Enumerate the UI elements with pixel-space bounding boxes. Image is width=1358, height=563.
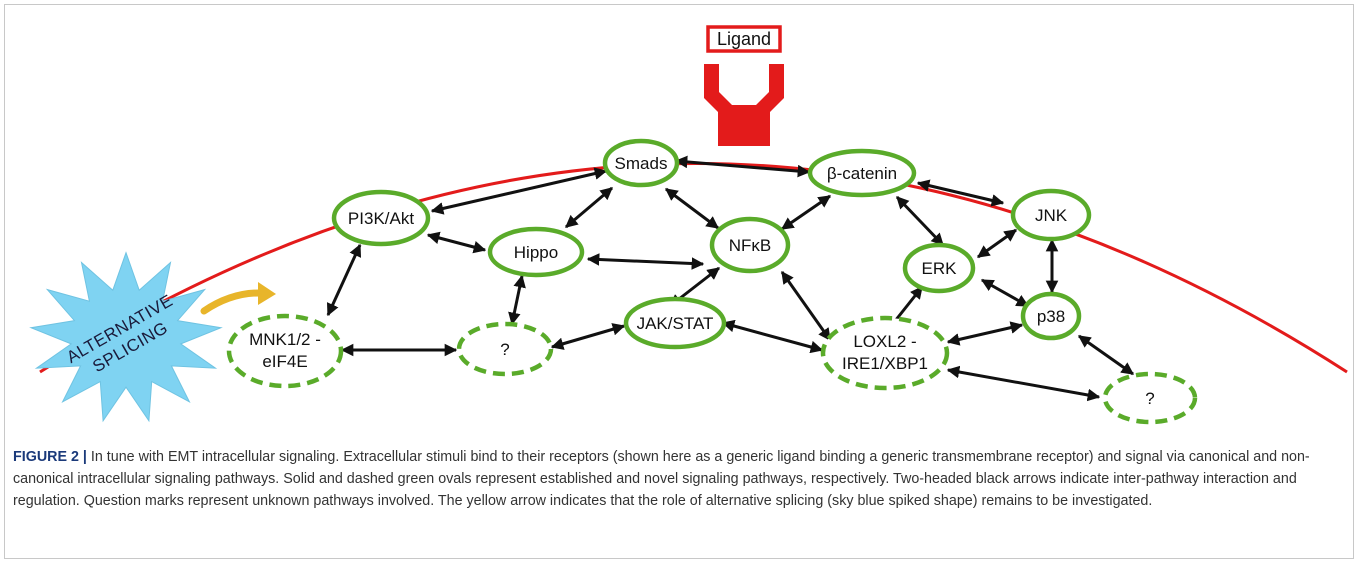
arrow-unknown1-jakstat <box>550 323 626 350</box>
svg-text:MNK1/2 -: MNK1/2 - <box>249 330 321 349</box>
svg-text:?: ? <box>500 340 509 359</box>
svg-text:Hippo: Hippo <box>514 243 558 262</box>
svg-text:LOXL2 -: LOXL2 - <box>853 332 916 351</box>
node-nfkb: NFκB <box>709 216 791 274</box>
node-loxl2-ire1-xbp1: LOXL2 - IRE1/XBP1 <box>820 315 950 391</box>
arrow-jnk-erk <box>976 228 1018 259</box>
node-erk: ERK <box>902 242 976 294</box>
node-smads: Smads <box>602 138 680 188</box>
node-unknown-1: ? <box>456 321 554 377</box>
figure-caption-label: FIGURE 2 | <box>13 449 87 465</box>
node-pi3k-akt: PI3K/Akt <box>331 189 431 247</box>
svg-text:PI3K/Akt: PI3K/Akt <box>348 209 414 228</box>
interaction-arrows <box>326 155 1135 402</box>
svg-text:Smads: Smads <box>615 154 668 173</box>
svg-text:β-catenin: β-catenin <box>827 164 897 183</box>
node-unknown-2: ? <box>1102 371 1198 425</box>
svg-text:NFκB: NFκB <box>729 236 772 255</box>
splicing-starburst-shape <box>29 251 223 423</box>
arrow-smads-hippo <box>565 186 613 229</box>
ligand-label: Ligand <box>717 29 771 49</box>
arrow-nfkb-loxl2 <box>780 270 832 342</box>
receptor <box>704 64 784 146</box>
alternative-splicing-burst: ALTERNATIVE SPLICING <box>29 251 223 423</box>
figure-caption: FIGURE 2 | In tune with EMT intracellula… <box>13 446 1348 512</box>
svg-text:p38: p38 <box>1037 307 1065 326</box>
arrow-smads-nfkb <box>664 187 720 230</box>
arrow-loxl2-p38 <box>946 321 1024 346</box>
arrow-betacatenin-jnk <box>916 179 1005 207</box>
node-beta-catenin: β-catenin <box>807 148 917 198</box>
arrow-erk-p38 <box>980 278 1030 308</box>
arrow-pi3k-hippo <box>426 231 487 254</box>
svg-text:ERK: ERK <box>922 259 958 278</box>
node-jak-stat: JAK/STAT <box>623 296 727 350</box>
node-jnk: JNK <box>1010 188 1092 242</box>
splicing-yellow-arrow <box>200 282 276 315</box>
svg-text:eIF4E: eIF4E <box>262 352 307 371</box>
ligand-box <box>706 25 782 53</box>
arrow-loxl2-unknown2 <box>946 365 1101 402</box>
arrow-p38-unknown2 <box>1077 334 1135 376</box>
figure-caption-text: In tune with EMT intracellular signaling… <box>13 449 1310 509</box>
svg-text:JAK/STAT: JAK/STAT <box>637 314 714 333</box>
arrow-hippo-nfkb <box>586 253 705 270</box>
svg-text:IRE1/XBP1: IRE1/XBP1 <box>842 354 928 373</box>
node-p38: p38 <box>1020 291 1082 341</box>
arrow-betacatenin-erk <box>895 195 945 247</box>
svg-text:?: ? <box>1145 389 1154 408</box>
svg-text:JNK: JNK <box>1035 206 1068 225</box>
arrow-jakstat-loxl2 <box>721 319 824 354</box>
node-hippo: Hippo <box>487 226 585 278</box>
arrow-smads-betacatenin <box>674 155 811 178</box>
arrow-hippo-unknown1 <box>508 274 526 326</box>
arrow-betacatenin-nfkb <box>780 194 832 231</box>
arrow-smads-pi3k <box>430 167 608 215</box>
figure-frame <box>4 4 1354 559</box>
node-mnk-eif4e: MNK1/2 - eIF4E <box>226 313 344 389</box>
arrow-pi3k-mnk <box>326 243 362 317</box>
